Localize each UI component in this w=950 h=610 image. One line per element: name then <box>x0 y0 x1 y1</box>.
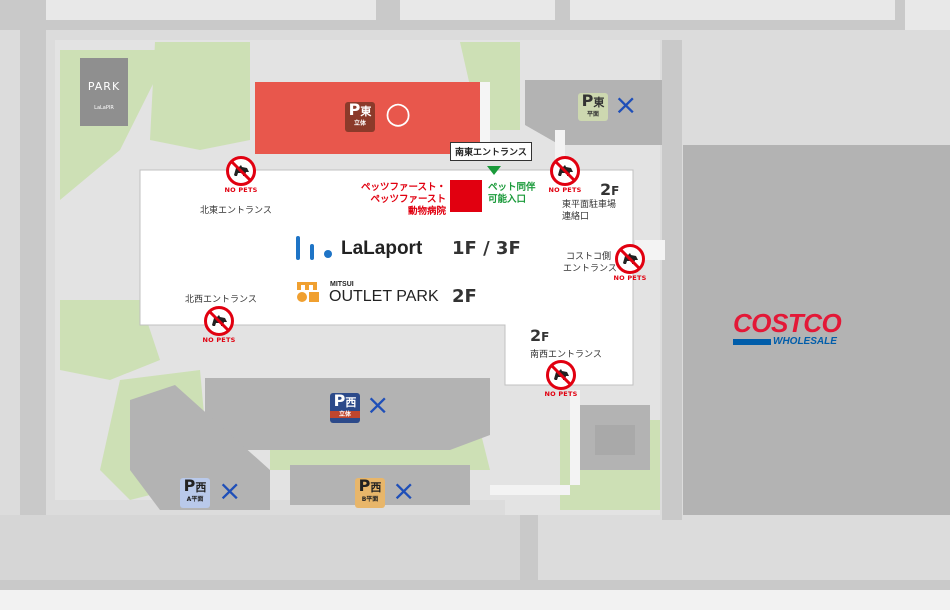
pet-entry-line: 可能入口 <box>488 194 527 205</box>
parking-type: B平面 <box>361 496 379 503</box>
floor-f: F <box>541 330 550 344</box>
parking-west-a-status: × <box>218 474 242 507</box>
lalaport-logo-icon <box>296 236 336 262</box>
no-pets-caption: NO PETS <box>613 274 647 282</box>
entrance-north-east-label: 北東エントランス <box>200 206 272 216</box>
parking-type: 立体 <box>330 411 360 418</box>
no-pets-sign-north-east: NO PETS <box>224 156 258 194</box>
costco-sub: WHOLESALE <box>773 336 837 347</box>
no-dogs-icon <box>615 244 645 274</box>
pet-entry-line: ペット同伴 <box>488 182 536 193</box>
parking-kanji: 東 <box>593 96 605 109</box>
outlet-floor: 2F <box>452 286 477 307</box>
no-pets-caption: NO PETS <box>224 186 258 194</box>
floor-east-label: 2F <box>600 180 619 199</box>
parking-east-tower-badge: P東 立体 <box>345 102 375 132</box>
parking-kanji: 西 <box>345 396 357 409</box>
pet-entry-label: ペット同伴 可能入口 <box>488 182 536 206</box>
entrance-line: コストコ側 <box>565 252 611 262</box>
parking-east-flat-badge: P東 平面 <box>578 93 608 121</box>
parking-type: A平面 <box>186 496 204 503</box>
costco-name: COSTCO <box>733 308 842 338</box>
entrance-line: エントランス <box>563 264 617 274</box>
no-pets-sign-northwest: NO PETS <box>202 306 236 344</box>
no-pets-caption: NO PETS <box>544 390 578 398</box>
floor-num: 2 <box>530 326 542 345</box>
pet-first-line: ペッツファースト・ <box>360 182 446 193</box>
outlet-name: OUTLET PARK <box>329 288 439 305</box>
floor-f: F <box>611 184 620 198</box>
no-dogs-icon <box>204 306 234 336</box>
park-sign-title: PARK <box>87 80 121 93</box>
park-sign-brand: LaLaPIR <box>94 105 114 111</box>
parking-east-flat-status: × <box>614 88 638 121</box>
park-sign: PARK LaLaPIR <box>80 80 128 111</box>
lalaport-floors: 1F / 3F <box>452 238 521 259</box>
parking-west-a-badge: P西 A平面 <box>180 478 210 508</box>
pet-entry-arrow-icon <box>487 166 501 175</box>
entrance-line: 東平面駐車場 <box>562 200 617 210</box>
entrance-costco-side-label: コストコ側 エントランス <box>563 251 617 275</box>
parking-west-tower-status: × <box>366 388 390 421</box>
pet-first-marker <box>450 180 482 212</box>
floor-num: 2 <box>600 180 612 199</box>
parking-letter: P <box>581 91 594 110</box>
no-pets-caption: NO PETS <box>548 186 582 194</box>
costco-logo: COSTCO WHOLESALE <box>733 308 873 347</box>
entrance-southeast-label: 南東エントランス <box>450 142 532 161</box>
no-dogs-icon <box>226 156 256 186</box>
parking-east-tower-status: ○ <box>385 96 412 131</box>
parking-kanji: 東 <box>360 105 372 118</box>
pet-first-label: ペッツファースト・ ペッツファースト 動物病院 <box>358 182 446 218</box>
pet-first-line: ペッツファースト <box>370 194 446 205</box>
parking-letter: P <box>358 476 371 495</box>
no-pets-sign-costco-side: NO PETS <box>613 244 647 282</box>
parking-letter: P <box>333 391 346 410</box>
no-pets-sign-southwest: NO PETS <box>544 360 578 398</box>
outlet-logo-icon <box>296 280 322 304</box>
parking-type: 平面 <box>586 111 599 118</box>
parking-kanji: 西 <box>195 481 207 494</box>
no-pets-caption: NO PETS <box>202 336 236 344</box>
parking-west-b-status: × <box>392 474 416 507</box>
parking-letter: P <box>183 476 196 495</box>
pet-first-line: 動物病院 <box>407 206 446 217</box>
parking-west-b-badge: P西 B平面 <box>355 478 385 508</box>
parking-kanji: 西 <box>370 481 382 494</box>
floor-southwest-label: 2F <box>530 326 549 345</box>
entrance-line: 連絡口 <box>562 212 590 222</box>
entrance-northwest-label: 北西エントランス <box>185 295 257 305</box>
parking-letter: P <box>348 100 361 119</box>
outlet-mitsui: MITSUI <box>330 281 354 288</box>
no-pets-sign-southeast: NO PETS <box>548 156 582 194</box>
lalaport-name: LaLaport <box>341 238 423 259</box>
no-dogs-icon <box>550 156 580 186</box>
entrance-southwest-label: 南西エントランス <box>530 350 602 360</box>
parking-west-tower-badge: P西 立体 <box>330 393 360 423</box>
entrance-east-flat-link-label: 東平面駐車場 連絡口 <box>562 199 616 223</box>
no-dogs-icon <box>546 360 576 390</box>
parking-type: 立体 <box>353 120 366 127</box>
